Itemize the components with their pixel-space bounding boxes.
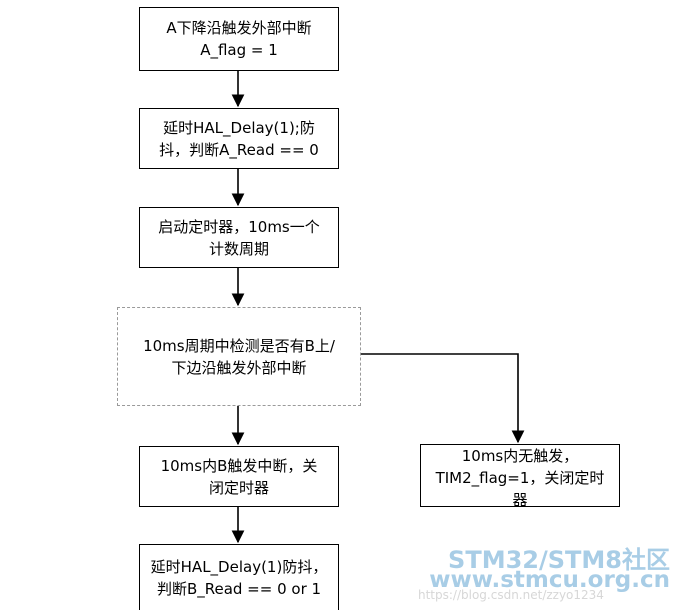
edge-detect-to-no-trigger xyxy=(361,353,525,444)
watermark-url: www.stmcu.org.cn xyxy=(429,567,670,593)
node-a-falling-edge-interrupt: A下降沿触发外部中断 A_flag = 1 xyxy=(139,7,339,71)
node-delay-debounce-a: 延时HAL_Delay(1);防 抖，判断A_Read == 0 xyxy=(139,108,339,169)
node-no-trig-line2: TIM2_flag=1，关闭定时 xyxy=(435,469,605,487)
node-detect-b-edge: 10ms周期中检测是否有B上/ 下边沿触发外部中断 xyxy=(117,307,361,406)
node-detect-line1: 10ms周期中检测是否有B上/ xyxy=(143,336,335,355)
node-delay-b-line2: 判断B_Read == 0 or 1 xyxy=(156,579,322,598)
node-b-int-line2: 闭定时器 xyxy=(208,478,269,497)
watermark-title: STM32/STM8社区 xyxy=(448,546,670,574)
node-no-trig-line3: 器 xyxy=(512,491,528,507)
node-delay-b-line1: 延时HAL_Delay(1)防抖， xyxy=(150,557,328,576)
node-delay-a-line2: 抖，判断A_Read == 0 xyxy=(159,140,319,159)
node-timer-line2: 计数周期 xyxy=(208,239,269,258)
node-no-trig-line1: 10ms内无触发， xyxy=(461,447,579,465)
node-start-timer: 启动定时器，10ms一个 计数周期 xyxy=(139,207,339,268)
node-delay-a-line1: 延时HAL_Delay(1);防 xyxy=(163,118,315,137)
node-detect-line2: 下边沿触发外部中断 xyxy=(171,358,307,377)
node-b-int-line1: 10ms内B触发中断，关 xyxy=(160,456,318,475)
watermark-blog: https://blog.csdn.net/zzyo1234 xyxy=(418,588,604,602)
node-delay-debounce-b: 延时HAL_Delay(1)防抖， 判断B_Read == 0 or 1 xyxy=(139,544,339,610)
node-a-line1: A下降沿触发外部中断 xyxy=(166,19,312,37)
node-a-line2: A_flag = 1 xyxy=(200,41,278,59)
node-no-trigger: 10ms内无触发， TIM2_flag=1，关闭定时 器 xyxy=(420,444,620,507)
node-timer-line1: 启动定时器，10ms一个 xyxy=(158,217,320,236)
node-b-interrupt: 10ms内B触发中断，关 闭定时器 xyxy=(139,446,339,507)
